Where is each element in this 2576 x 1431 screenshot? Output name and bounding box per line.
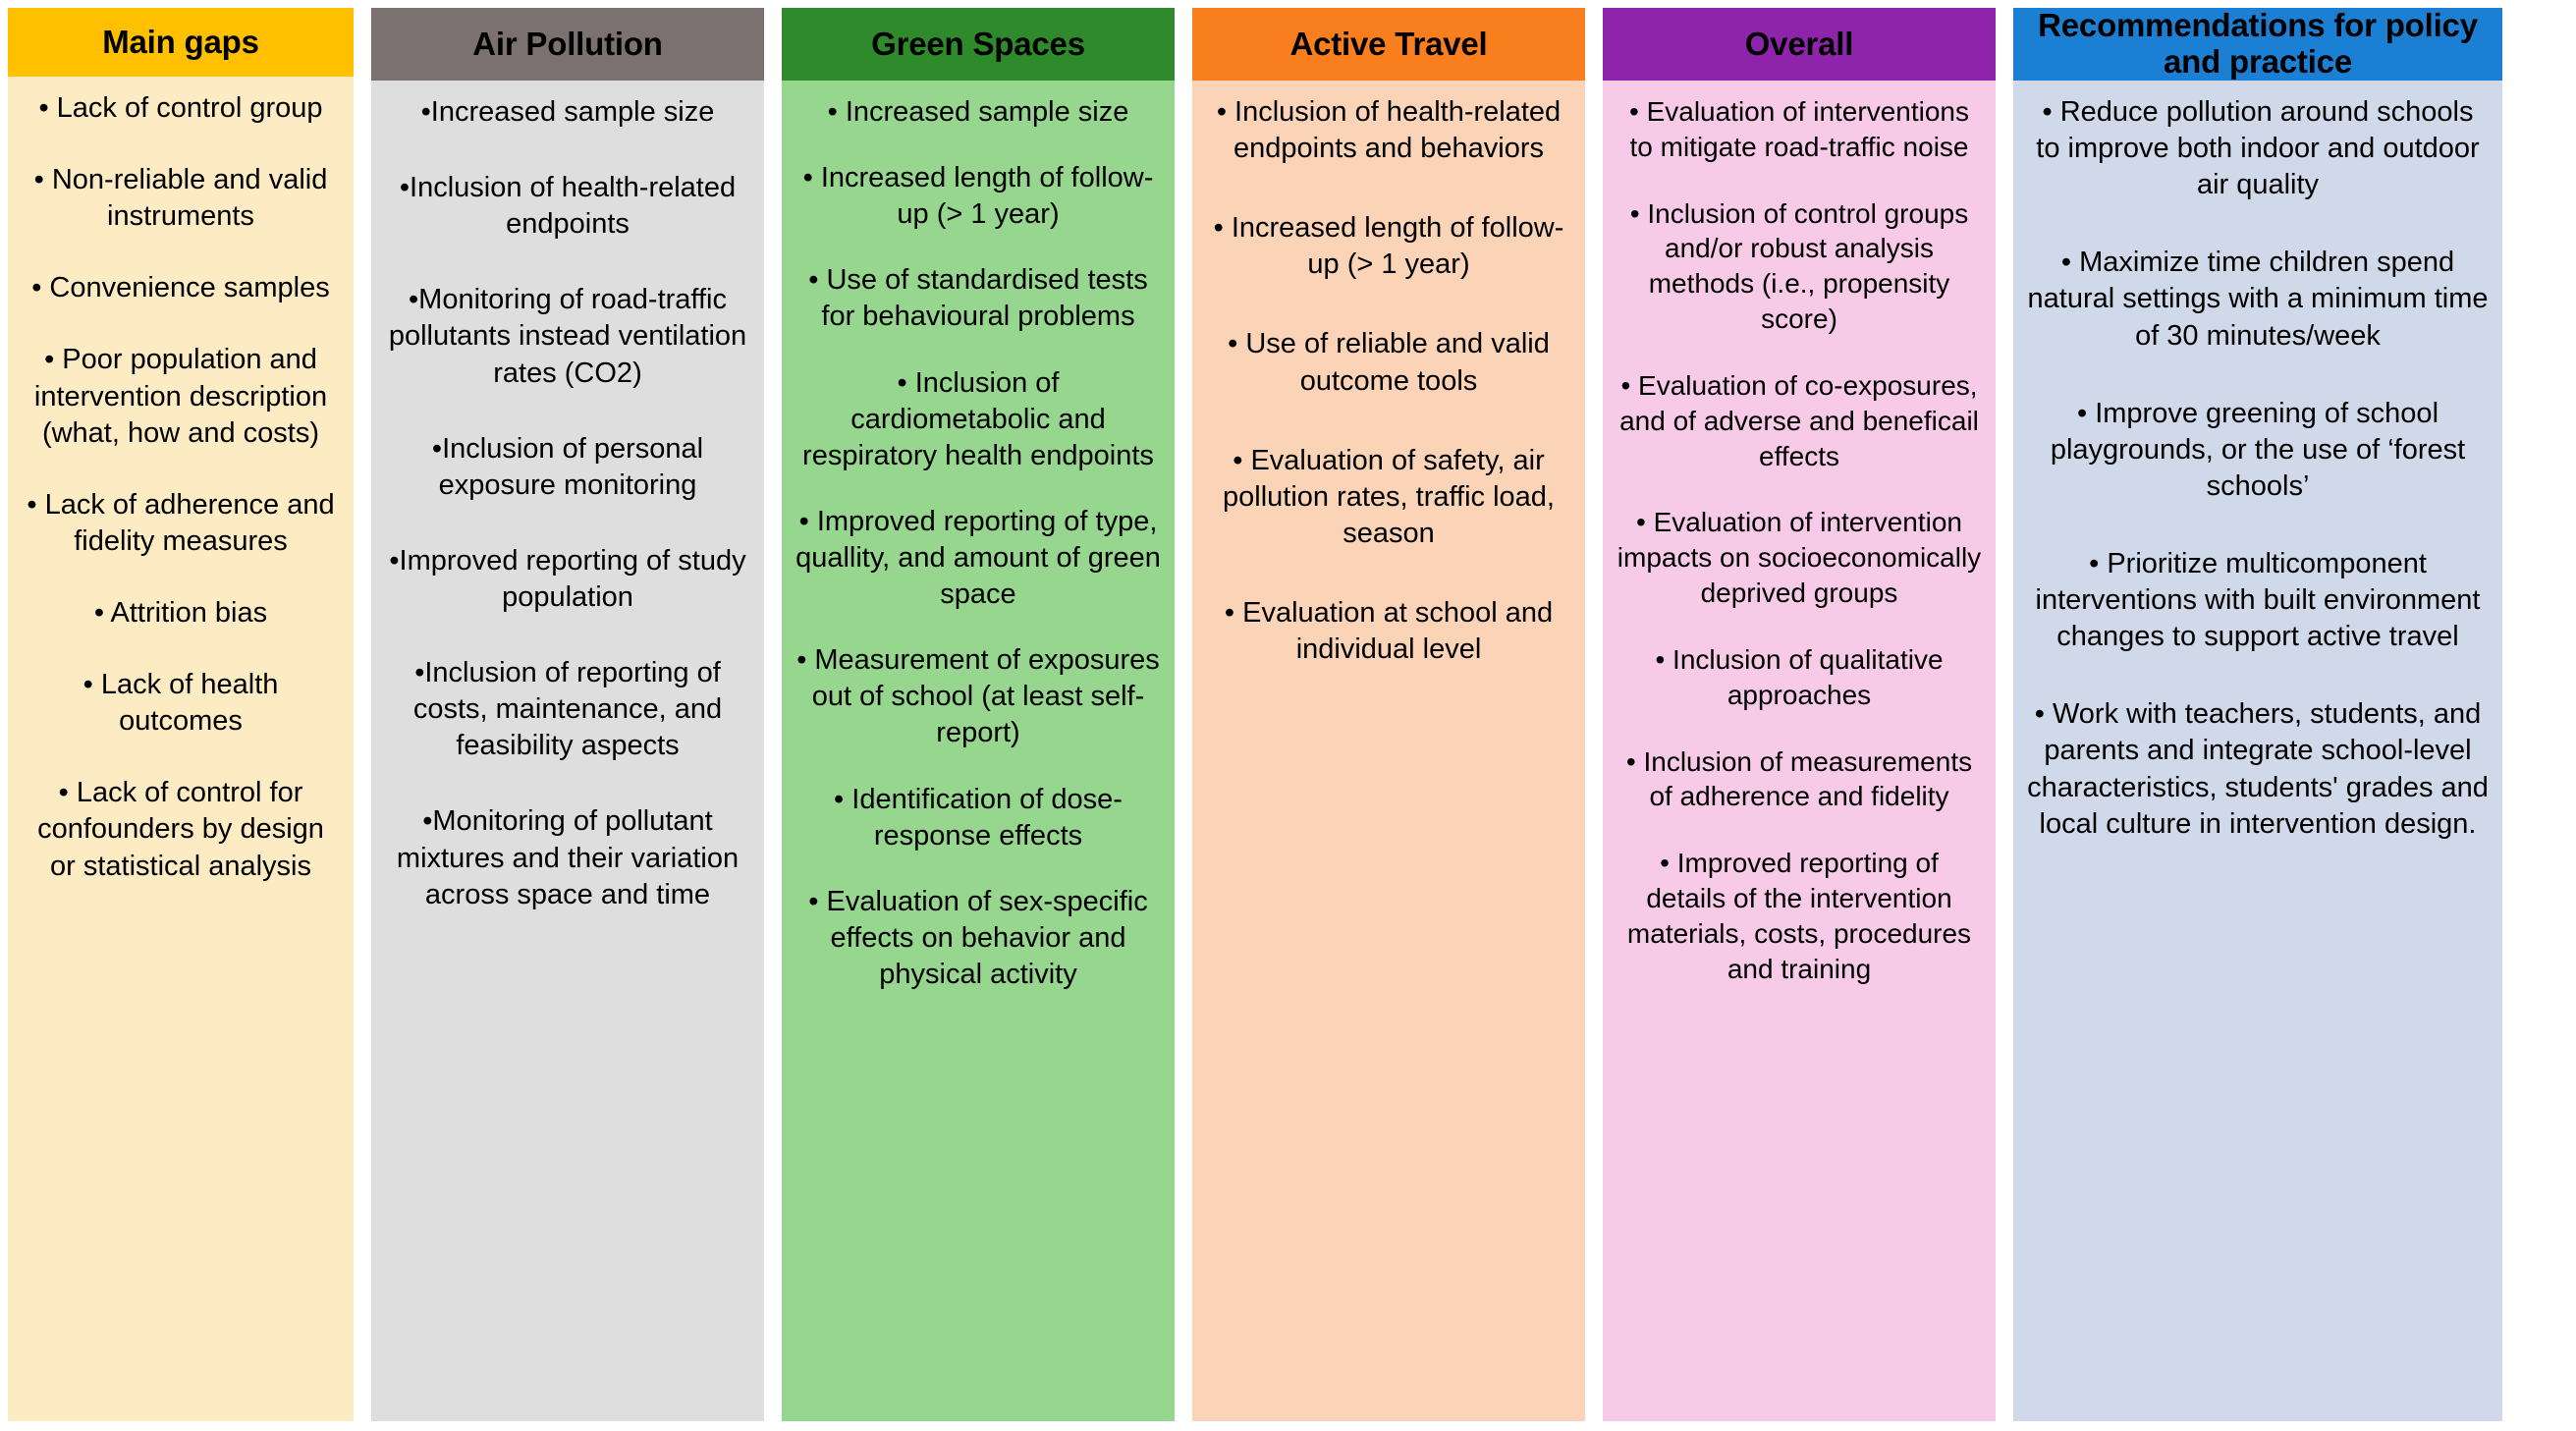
bullet-list-recommendations: • Reduce pollution around schools to imp… [2023, 94, 2493, 884]
column-body-active-travel: • Inclusion of health-related endpoints … [1192, 81, 1585, 1421]
list-item: • Improved reporting of type, quallity, … [795, 505, 1161, 611]
list-item: • Non-reliable and valid instruments [33, 164, 328, 233]
list-item: • Use of standardised tests for behaviou… [808, 264, 1148, 333]
bullet-list-air-pollution: •Increased sample size •Inclusion of hea… [381, 94, 754, 953]
list-item: •Monitoring of pollutant mixtures and th… [396, 805, 740, 910]
column-air-pollution: Air Pollution •Increased sample size •In… [371, 8, 764, 1421]
list-item: • Lack of health outcomes [82, 669, 279, 738]
column-overall: Overall • Evaluation of interventions to… [1603, 8, 1996, 1421]
list-item: • Lack of control group [38, 92, 323, 124]
list-item: • Improve greening of school playgrounds… [2050, 397, 2466, 502]
list-item: •Inclusion of reporting of costs, mainte… [412, 657, 723, 762]
column-body-recommendations: • Reduce pollution around schools to imp… [2013, 81, 2502, 1421]
column-header-air-pollution: Air Pollution [371, 8, 764, 81]
column-main-gaps: Main gaps • Lack of control group • Non-… [8, 8, 354, 1421]
list-item: • Increased sample size [827, 96, 1129, 128]
list-item: • Prioritize multicomponent intervention… [2035, 547, 2481, 653]
list-item: • Evaluation of co-exposures, and of adv… [1619, 369, 1979, 471]
list-item: • Increased length of follow-up (> 1 yea… [802, 162, 1154, 231]
list-item: •Inclusion of health-related endpoints [399, 172, 737, 241]
list-item: • Convenience samples [31, 272, 330, 304]
list-item: •Increased sample size [420, 96, 715, 128]
list-item: • Lack of adherence and fidelity measure… [27, 488, 335, 557]
list-item: • Evaluation of safety, air pollution ra… [1223, 444, 1555, 549]
column-header-green-spaces: Green Spaces [782, 8, 1175, 81]
list-item: • Reduce pollution around schools to imp… [2036, 96, 2480, 201]
column-header-overall: Overall [1603, 8, 1996, 81]
bullet-list-overall: • Evaluation of interventions to mitigat… [1613, 94, 1986, 1018]
list-item: • Inclusion of cardiometabolic and respi… [802, 366, 1154, 471]
bullet-list-main-gaps: • Lack of control group • Non-reliable a… [18, 90, 344, 920]
column-body-main-gaps: • Lack of control group • Non-reliable a… [8, 77, 354, 1421]
list-item: • Maximize time children spend natural s… [2027, 247, 2489, 352]
list-item: • Improved reporting of details of the i… [1626, 848, 1972, 984]
list-item: •Monitoring of road-traffic pollutants i… [388, 284, 747, 389]
list-item: • Identification of dose-response effect… [834, 783, 1123, 852]
list-item: • Attrition bias [93, 596, 268, 629]
list-item: • Inclusion of measurements of adherence… [1625, 745, 1973, 812]
column-recommendations: Recommendations for policy and practice … [2013, 7, 2502, 1421]
list-item: • Lack of control for confounders by des… [37, 777, 324, 882]
bullet-list-active-travel: • Inclusion of health-related endpoints … [1202, 94, 1575, 711]
list-item: • Measurement of exposures out of school… [796, 644, 1160, 749]
column-body-overall: • Evaluation of interventions to mitigat… [1603, 81, 1996, 1421]
list-item: • Evaluation at school and individual le… [1224, 596, 1554, 666]
column-header-main-gaps: Main gaps [8, 8, 354, 77]
list-item: • Evaluation of sex-specific effects on … [808, 885, 1148, 990]
list-item: • Inclusion of qualitative approaches [1655, 643, 1944, 710]
list-item: •Improved reporting of study population [389, 544, 746, 613]
column-body-green-spaces: • Increased sample size • Increased leng… [782, 81, 1175, 1421]
list-item: • Increased length of follow-up (> 1 yea… [1213, 212, 1564, 281]
column-green-spaces: Green Spaces • Increased sample size • I… [782, 8, 1175, 1421]
list-item: •Inclusion of personal exposure monitori… [431, 432, 704, 501]
column-header-recommendations: Recommendations for policy and practice [2013, 7, 2502, 81]
list-item: • Evaluation of intervention impacts on … [1617, 507, 1982, 609]
list-item: • Poor population and intervention descr… [33, 344, 328, 449]
column-active-travel: Active Travel • Inclusion of health-rela… [1192, 8, 1585, 1421]
list-item: • Evaluation of interventions to mitigat… [1628, 96, 1969, 162]
list-item: • Work with teachers, students, and pare… [2027, 698, 2489, 840]
column-body-air-pollution: •Increased sample size •Inclusion of hea… [371, 81, 764, 1421]
list-item: • Inclusion of control groups and/or rob… [1629, 197, 1969, 335]
column-header-active-travel: Active Travel [1192, 8, 1585, 81]
list-item: • Use of reliable and valid outcome tool… [1228, 328, 1550, 397]
bullet-list-green-spaces: • Increased sample size • Increased leng… [792, 94, 1165, 1022]
list-item: • Inclusion of health-related endpoints … [1216, 96, 1562, 165]
